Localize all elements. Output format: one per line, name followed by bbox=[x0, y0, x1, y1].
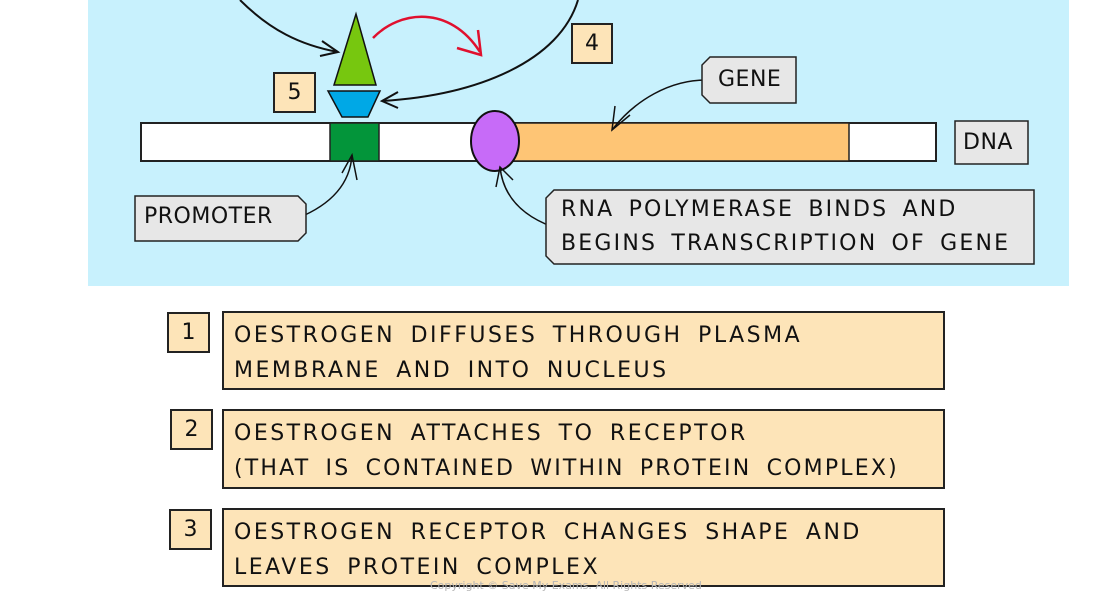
rna-polymerase-tag bbox=[545, 189, 1035, 265]
gene-label: GENE bbox=[718, 67, 782, 92]
arrow-to-oestrogen-head bbox=[319, 40, 341, 57]
step-1-line1: OESTROGEN DIFFUSES THROUGH PLASMA bbox=[234, 323, 803, 348]
step-2-box: OESTROGEN ATTACHES TO RECEPTOR (THAT IS … bbox=[222, 409, 945, 489]
step-4-marker: 4 bbox=[571, 23, 613, 64]
rna-polymerase-pointer-head bbox=[495, 165, 514, 188]
receptor bbox=[326, 90, 382, 118]
promoter-label: PROMOTER bbox=[144, 204, 273, 229]
step-3-line1: OESTROGEN RECEPTOR CHANGES SHAPE AND bbox=[234, 520, 862, 545]
rna-polymerase bbox=[470, 110, 520, 172]
step-1-box: OESTROGEN DIFFUSES THROUGH PLASMA MEMBRA… bbox=[222, 311, 945, 390]
gene-region bbox=[496, 122, 850, 162]
red-arrow-head bbox=[456, 29, 483, 57]
diagram-canvas bbox=[134, 0, 1035, 265]
arrow-to-receptor bbox=[381, 0, 579, 102]
gene-pointer bbox=[611, 79, 707, 131]
promoter-tag bbox=[134, 195, 307, 242]
step-3-number: 3 bbox=[169, 509, 212, 550]
copyright-notice: Copyright © Save My Exams. All Rights Re… bbox=[430, 579, 702, 592]
step-3-line2: LEAVES PROTEIN COMPLEX bbox=[234, 555, 601, 580]
red-arrow bbox=[372, 15, 482, 53]
rna-polymerase-label-line1: RNA POLYMERASE BINDS AND bbox=[561, 197, 958, 222]
promoter-region bbox=[329, 122, 380, 162]
dna-label: DNA bbox=[963, 130, 1013, 155]
step-2-number: 2 bbox=[170, 409, 213, 450]
promoter-pointer bbox=[297, 154, 353, 219]
gene-pointer-head bbox=[611, 105, 631, 132]
oestrogen-molecule bbox=[332, 11, 377, 86]
step-1-line2: MEMBRANE AND INTO NUCLEUS bbox=[234, 358, 669, 383]
rna-polymerase-label-line2: BEGINS TRANSCRIPTION OF GENE bbox=[561, 231, 1011, 256]
arrow-to-receptor-head bbox=[379, 91, 399, 109]
step-5-marker: 5 bbox=[273, 72, 316, 113]
arrow-to-oestrogen bbox=[239, 0, 339, 53]
gene-tag bbox=[701, 56, 797, 104]
step-1-number: 1 bbox=[167, 312, 210, 353]
step-2-line1: OESTROGEN ATTACHES TO RECEPTOR bbox=[234, 421, 748, 446]
rna-polymerase-pointer bbox=[499, 166, 554, 228]
promoter-pointer-head bbox=[341, 152, 358, 181]
step-3-box: OESTROGEN RECEPTOR CHANGES SHAPE AND LEA… bbox=[222, 508, 945, 587]
step-2-line2: (THAT IS CONTAINED WITHIN PROTEIN COMPLE… bbox=[234, 456, 899, 481]
dna-tag bbox=[954, 120, 1029, 165]
